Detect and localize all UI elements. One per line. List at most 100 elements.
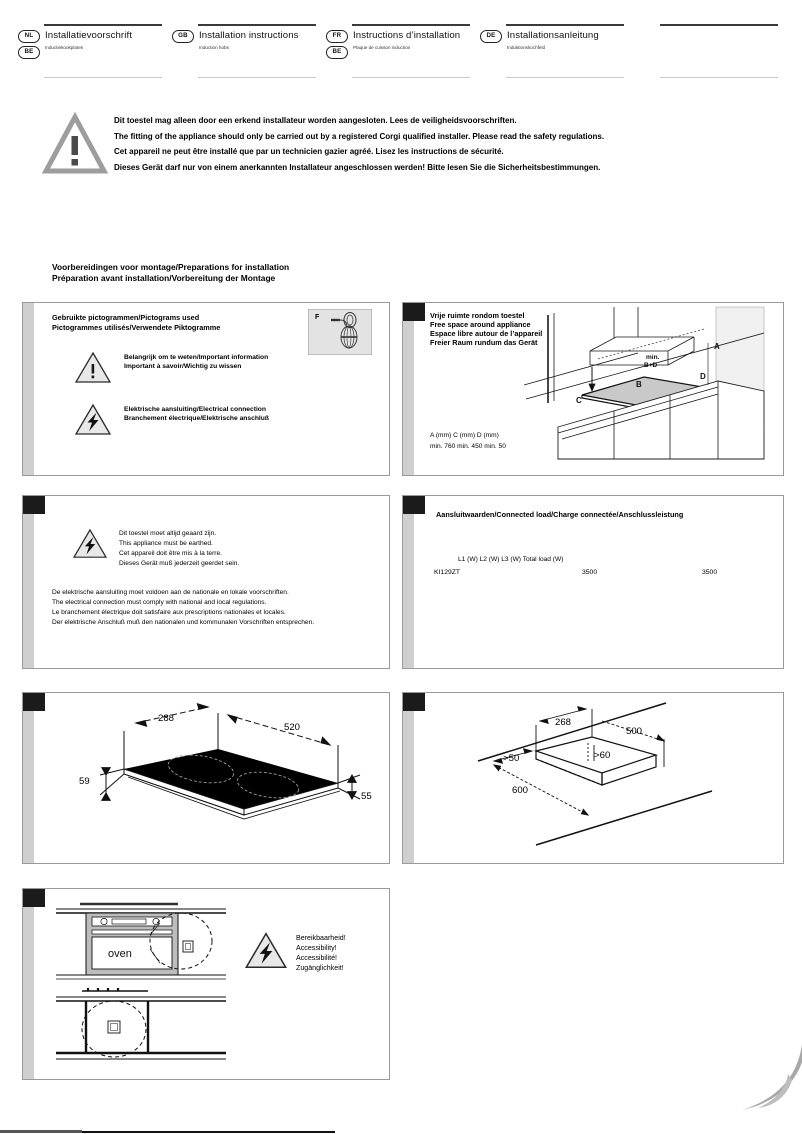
panel-accessibility: oven — [22, 888, 390, 1080]
header-title: Installationsanleitung — [507, 30, 599, 41]
regulation-line-fr: Le branchement électrique doit satisfair… — [52, 609, 286, 616]
header-rule-top — [198, 24, 316, 26]
footer-rule-accent — [0, 1130, 82, 1133]
panel-sidebar — [23, 693, 34, 863]
panel-cutout-dimensions: 268 500 >50 >60 600 — [402, 692, 784, 864]
warning-line-fr: Cet appareil ne peut être installé que p… — [114, 147, 504, 157]
svg-text:D: D — [700, 372, 706, 381]
section-title-line2: Préparation avant installation/Vorbereit… — [52, 273, 276, 284]
panel-sidebar — [403, 496, 414, 668]
free-space-diagram: C B A D min. B+D — [523, 306, 765, 460]
pictogram-important-info: Belangrijk om te weten/Important informa… — [74, 351, 374, 387]
load-row-l3: 3500 — [582, 569, 598, 576]
panel-content: Dit toestel moet altijd geaard zijn. Thi… — [34, 496, 389, 668]
panel-marker — [403, 303, 425, 321]
panel-earthing: Dit toestel moet altijd geaard zijn. Thi… — [22, 495, 390, 669]
electric-shock-triangle-icon — [74, 403, 112, 435]
svg-text:B+D: B+D — [644, 362, 657, 369]
freespace-title-en: Free space around appliance — [430, 320, 531, 329]
header-column-empty — [634, 24, 786, 80]
warning-triangle-icon — [74, 351, 112, 383]
load-row-total: 3500 — [702, 569, 718, 576]
freespace-title-de: Freier Raum rundum das Gerät — [430, 338, 538, 347]
header-subtitle: Induktionskochfeld — [507, 45, 546, 50]
freespace-table-values: min. 760 min. 450 min. 50 — [430, 443, 506, 450]
panel-content: Vrije ruimte rondom toestel Free space a… — [414, 303, 783, 475]
cable-image-box: F — [308, 309, 372, 355]
decorative-swoosh — [742, 1044, 802, 1110]
pictograms-title-line1: Gebruikte pictogrammen/Pictograms used — [52, 313, 200, 322]
pictogram-label-line1: Elektrische aansluiting/Electrical conne… — [124, 406, 266, 413]
warning-line-de: Dieses Gerät darf nur von einem anerkann… — [114, 162, 601, 172]
pictogram-label-line1: Belangrijk om te weten/Important informa… — [124, 354, 269, 361]
svg-text:B: B — [636, 380, 642, 389]
pictogram-electrical-connection: Elektrische aansluiting/Electrical conne… — [74, 403, 374, 439]
pictogram-label-line2: Important à savoir/Wichtig zu wissen — [124, 363, 242, 370]
earth-line-nl: Dit toestel moet altijd geaard zijn. — [119, 530, 217, 537]
panel-sidebar — [23, 303, 34, 475]
freespace-title-nl: Vrije ruimte rondom toestel — [430, 311, 525, 320]
panel-hob-dimensions: 288 520 59 55 — [22, 692, 390, 864]
worktop-depth-label: 600 — [512, 785, 529, 796]
electric-shock-triangle-icon — [245, 932, 287, 968]
panel-content: oven — [34, 889, 389, 1079]
panel-content: Aansluitwaarden/Connected load/Charge co… — [414, 496, 783, 668]
country-badges-de: DE — [480, 30, 504, 46]
earth-line-de: Dieses Gerät muß jederzeit geerdet sein. — [119, 560, 240, 567]
svg-text:C: C — [576, 396, 582, 405]
section-title-line1: Voorbereidingen voor montage/Preparation… — [52, 262, 290, 272]
country-badge: DE — [480, 30, 502, 43]
warning-line-en: The fitting of the appliance should only… — [114, 131, 605, 141]
regulation-line-nl: De elektrische aansluiting moet voldoen … — [52, 589, 289, 596]
hob-right-height-label: 55 — [361, 791, 372, 802]
warning-line-nl: Dit toestel mag alleen door een erkend i… — [114, 116, 517, 125]
hob-width-label: 520 — [284, 722, 301, 733]
header-rule-top — [44, 24, 162, 26]
header-column-de: DE Installationsanleitung Induktionskoch… — [480, 24, 632, 80]
side-clearance-label: >60 — [594, 750, 611, 761]
header-title: Instructions d’installation — [353, 30, 461, 41]
panel-sidebar — [403, 303, 414, 475]
header-rule-bottom — [198, 77, 316, 78]
footer-rule — [0, 1131, 335, 1133]
section-title: Voorbereidingen voor montage/Preparation… — [52, 262, 289, 285]
cutout-depth-label: 268 — [555, 717, 572, 728]
country-badge: FR — [326, 30, 348, 43]
earth-line-fr: Cet appareil doit être mis à la terre. — [119, 550, 222, 557]
connected-load-title: Aansluitwaarden/Connected load/Charge co… — [436, 510, 684, 519]
country-badges-gb: GB — [172, 30, 196, 46]
regulation-line-de: Der elektrische Anschluß muß den nationa… — [52, 619, 315, 626]
panel-marker — [23, 889, 45, 907]
panel-connected-load: Aansluitwaarden/Connected load/Charge co… — [402, 495, 784, 669]
pictogram-label-line2: Branchement électrique/Elektrische ansch… — [124, 415, 269, 422]
header-column-gb: GB Installation instructions Induction h… — [172, 24, 324, 80]
panel-pictograms: Gebruikte pictogrammen/Pictograms used P… — [22, 302, 390, 476]
country-badges-fr: FR BE — [326, 30, 350, 62]
panel-content: 288 520 59 55 — [34, 693, 389, 863]
cable-label-f: F — [315, 314, 320, 321]
country-badge: GB — [172, 30, 194, 43]
oven-elevation-diagram: oven — [56, 902, 226, 980]
language-header: NL BE Installatievoorschrift Inductiekoo… — [18, 24, 784, 80]
country-badges-nl: NL BE — [18, 30, 42, 62]
panel-marker — [403, 693, 425, 711]
rear-clearance-label: >50 — [503, 753, 520, 764]
panel-sidebar — [23, 496, 34, 668]
load-row-model: KI129ZT — [434, 569, 461, 576]
cutout-width-label: 500 — [626, 726, 643, 737]
header-subtitle: Plaque de cuisson induction — [353, 45, 411, 50]
svg-text:min.: min. — [646, 354, 660, 361]
panel-content: 268 500 >50 >60 600 — [414, 693, 783, 863]
header-subtitle: Inductiekookplaten — [45, 45, 84, 50]
earth-line-en: This appliance must be earthed. — [119, 540, 213, 547]
hob-dimension-diagram — [99, 703, 361, 820]
panel-marker — [23, 496, 45, 514]
header-rule-top — [506, 24, 624, 26]
country-badge: NL — [18, 30, 40, 43]
oven-text-label: oven — [108, 948, 132, 960]
pictograms-title-line2: Pictogrammes utilisés/Verwendete Piktogr… — [52, 323, 221, 332]
hob-left-height-label: 59 — [79, 776, 90, 787]
header-title: Installatievoorschrift — [45, 30, 132, 41]
country-badge: BE — [326, 46, 348, 59]
